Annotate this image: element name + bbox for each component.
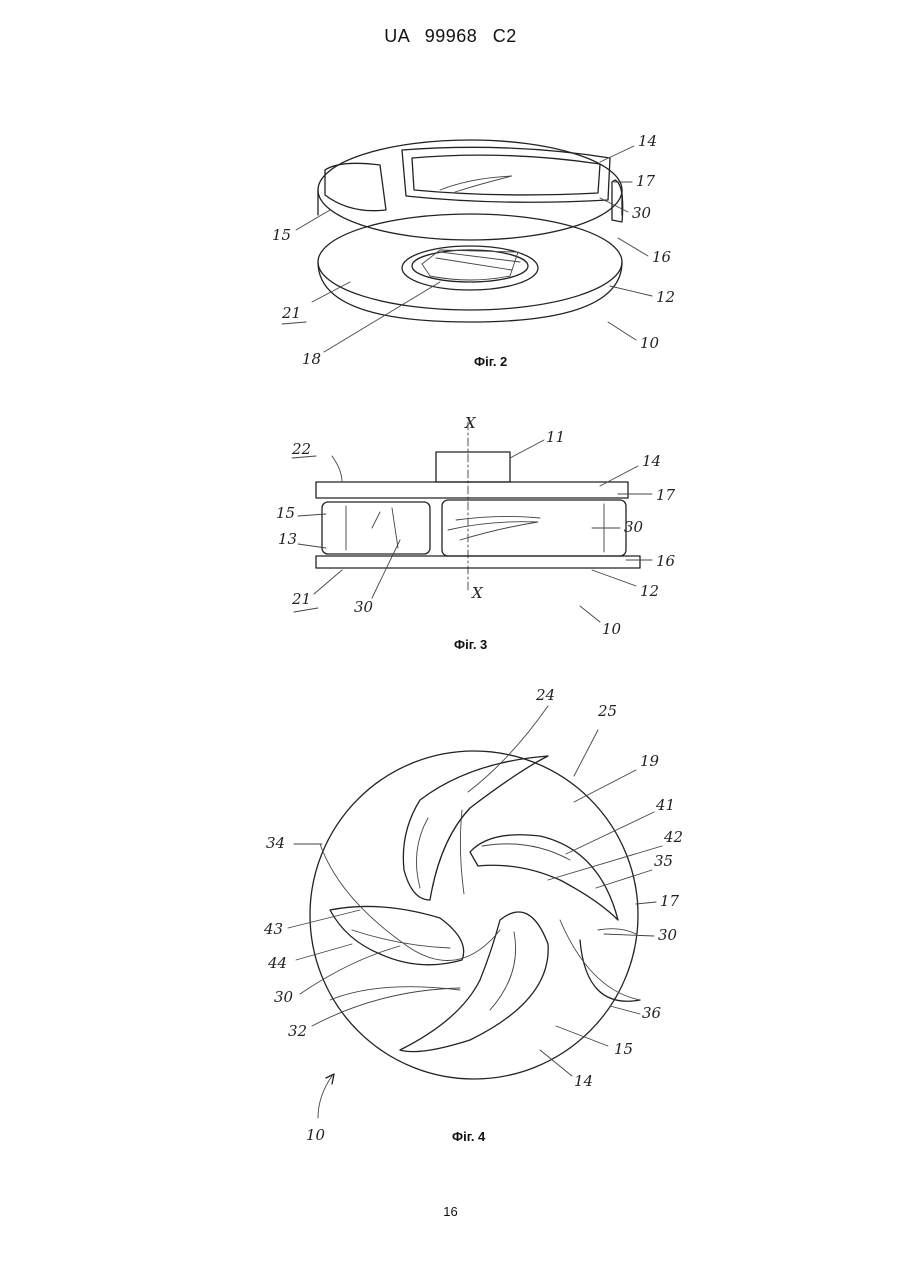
- figure-3-labels: X 11 22 14 17 15 30 13 16 21 30 X 12 10: [0, 410, 901, 640]
- ref-label: 11: [546, 428, 565, 446]
- ref-label: 19: [640, 752, 660, 770]
- ref-label: 32: [288, 1022, 307, 1040]
- figure-2-labels: 14 17 30 15 16 12 21 10 18: [0, 120, 901, 360]
- ref-label: 21: [291, 590, 311, 608]
- ref-label: 15: [272, 226, 291, 244]
- ref-label: 16: [656, 552, 676, 570]
- ref-label: 36: [642, 1004, 662, 1022]
- ref-label: 22: [291, 440, 311, 458]
- ref-label: 10: [640, 334, 660, 352]
- figure-2-caption: Фіг. 2: [474, 354, 507, 369]
- ref-label: 21: [281, 304, 301, 322]
- ref-label: 14: [638, 132, 657, 150]
- ref-label: 14: [574, 1072, 593, 1090]
- ref-label: 12: [640, 582, 659, 600]
- ref-label: 10: [602, 620, 622, 638]
- ref-label: 18: [302, 350, 321, 368]
- figure-3-caption: Фіг. 3: [454, 637, 487, 652]
- ref-label: 30: [274, 988, 294, 1006]
- ref-label: 16: [652, 248, 672, 266]
- patent-header: UA 99968 C2: [0, 26, 901, 47]
- ref-label: 42: [663, 828, 683, 846]
- ref-label: 10: [306, 1126, 326, 1144]
- ref-label: X: [471, 584, 484, 602]
- ref-label: 30: [624, 518, 644, 536]
- ref-label: 30: [354, 598, 374, 616]
- ref-label: 43: [263, 920, 283, 938]
- ref-label: 15: [614, 1040, 633, 1058]
- ref-label: 30: [632, 204, 652, 222]
- ref-label: 12: [656, 288, 675, 306]
- figure-4-labels: 24 25 19 41 34 42 35 17 43 30 44 30 36 3…: [0, 680, 901, 1130]
- ref-label: 25: [597, 702, 617, 720]
- ref-label: 13: [278, 530, 297, 548]
- ref-label: 17: [656, 486, 676, 504]
- ref-label: 41: [655, 796, 675, 814]
- ref-label: 44: [267, 954, 287, 972]
- ref-label: 34: [266, 834, 285, 852]
- ref-label: 14: [642, 452, 661, 470]
- ref-label: X: [464, 414, 477, 432]
- figure-4-caption: Фіг. 4: [452, 1129, 485, 1144]
- ref-label: 24: [535, 686, 555, 704]
- page-number: 16: [0, 1204, 901, 1219]
- ref-label: 30: [658, 926, 678, 944]
- ref-label: 17: [636, 172, 656, 190]
- ref-label: 17: [660, 892, 680, 910]
- ref-label: 15: [276, 504, 295, 522]
- ref-label: 35: [654, 852, 673, 870]
